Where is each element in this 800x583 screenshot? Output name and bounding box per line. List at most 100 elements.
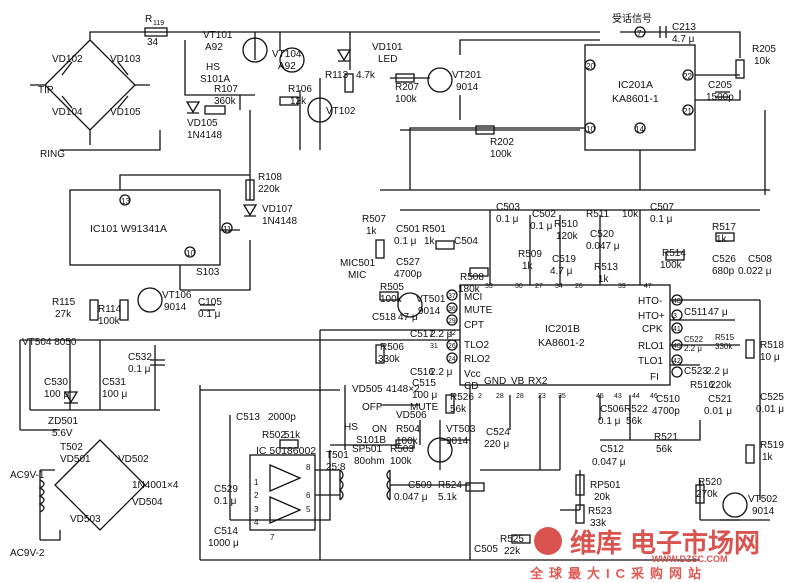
label-c530: C530	[44, 377, 68, 388]
label-vd503: VD503	[70, 514, 101, 525]
label-1ka: 1k	[366, 226, 378, 237]
pin-46: 46	[650, 393, 658, 400]
label-vt104: VT104	[272, 49, 302, 60]
label-c521: C521	[708, 394, 732, 405]
label-vt502: VT502	[748, 494, 778, 505]
label-hs2: HS	[344, 422, 358, 433]
pin-40: 40	[673, 343, 681, 350]
label-680p: 680p	[712, 266, 735, 277]
label-c513: C513	[236, 412, 260, 423]
label-c512: C512	[600, 444, 624, 455]
label-r508: R508	[460, 272, 484, 283]
label-ac91: AC9V-1	[10, 470, 45, 481]
label-ic201b: IC201B	[545, 323, 580, 335]
pin-32: 32	[448, 330, 456, 337]
label-vd107: VD107	[262, 204, 293, 215]
label-0047a: 0.047 μ	[586, 241, 620, 252]
label-mic501: MIC501	[340, 258, 375, 269]
label-c529: C529	[214, 484, 238, 495]
label-tlo2: TLO2	[464, 340, 489, 351]
label-c518: C518	[372, 312, 396, 323]
label-c517: C517	[410, 329, 434, 340]
label-c525: C525	[760, 392, 784, 403]
pin-23: 23	[538, 393, 546, 400]
label-120k: 120k	[556, 231, 579, 242]
pin-47: 47	[644, 283, 652, 290]
label-47ub: 47 μ	[708, 307, 728, 318]
label-51ka: 51k	[284, 430, 301, 441]
label-t501: T501	[326, 450, 349, 461]
pin-34: 34	[555, 283, 563, 290]
label-vt503: VT503	[446, 424, 476, 435]
label-r505: R505	[380, 282, 404, 293]
label-gnd: GND	[484, 376, 506, 387]
label-1kd: 1k	[598, 274, 610, 285]
label-9014a: 9014	[456, 82, 479, 93]
label-r202: R202	[490, 137, 514, 148]
label-tlo1: TLO1	[638, 356, 663, 367]
pin-14: 14	[635, 125, 644, 134]
label-56ka: 56k	[626, 416, 643, 427]
pin-27: 27	[535, 283, 543, 290]
label-c526: C526	[712, 254, 736, 265]
label-mic: MIC	[348, 270, 366, 281]
label-mci: MCI	[464, 292, 482, 303]
pin-26b: 26	[575, 283, 583, 290]
label-mute2: MUTE	[410, 402, 439, 413]
label-c503: C503	[496, 202, 520, 213]
label-258: 25:8	[326, 462, 346, 473]
label-r108: R108	[258, 172, 282, 183]
label-1kf: 1k	[762, 452, 774, 463]
label-9014e: 9014	[446, 436, 469, 447]
label-c511: C511	[684, 307, 708, 318]
wires	[19, 31, 770, 561]
label-r517: R517	[712, 222, 736, 233]
pin-20: 20	[586, 62, 595, 71]
pin-7b: 7	[270, 533, 275, 542]
label-330ka: 330k	[378, 354, 401, 365]
label-c532: C532	[128, 352, 152, 363]
label-ic101: IC101 W91341A	[90, 223, 167, 235]
label-sig: 受话信号	[612, 13, 652, 25]
pin-36: 36	[448, 306, 456, 313]
label-001: 0.01 μ	[704, 406, 732, 417]
label-360k: 360k	[214, 96, 237, 107]
pin-8: 8	[306, 463, 311, 472]
label-c527: C527	[396, 257, 420, 268]
label-vt201: VT201	[452, 70, 482, 81]
label-56v: 5.6V	[52, 428, 73, 439]
label-56kb: 56k	[656, 444, 673, 455]
label-cpt: CPT	[464, 320, 484, 331]
label-a92b: A92	[278, 61, 296, 72]
label-vd101: VD101	[372, 42, 403, 53]
pin-28b: 28	[516, 393, 524, 400]
label-1ke: 1k	[716, 234, 728, 245]
label-hto-plus: HTO+	[638, 311, 665, 322]
label-0022: 0.022 μ	[738, 266, 772, 277]
pin-48: 48	[673, 298, 681, 305]
pin-10: 10	[586, 125, 595, 134]
label-vcc: Vcc	[464, 369, 481, 380]
label-r504: R504	[396, 424, 420, 435]
label-vd104: VD104	[52, 107, 83, 118]
pin-30: 30	[515, 283, 523, 290]
watermark-url: WWW.DZSC.COM	[652, 554, 728, 564]
label-22d: 2.2 μ	[706, 366, 729, 377]
pin-41b: 3	[673, 313, 677, 320]
label-c213v: 4.7 μ	[672, 34, 695, 45]
label-vd501: VD501	[60, 454, 91, 465]
pin-41: 41	[673, 326, 681, 333]
label-r513: R513	[594, 262, 618, 273]
label-r522: R522	[624, 404, 648, 415]
label-180k: 180k	[458, 284, 481, 295]
label-r516: R516	[690, 380, 714, 391]
label-off: OFF	[362, 402, 382, 413]
label-rp501: RP501	[590, 480, 621, 491]
label-ka86012: KA8601-2	[538, 337, 585, 349]
label-vd502: VD502	[118, 454, 149, 465]
label-c523: C523	[684, 366, 708, 377]
label-vd105b: VD105	[187, 118, 218, 129]
pin-1: 1	[254, 478, 259, 487]
label-r521: R521	[654, 432, 678, 443]
label-r520: R520	[698, 477, 722, 488]
